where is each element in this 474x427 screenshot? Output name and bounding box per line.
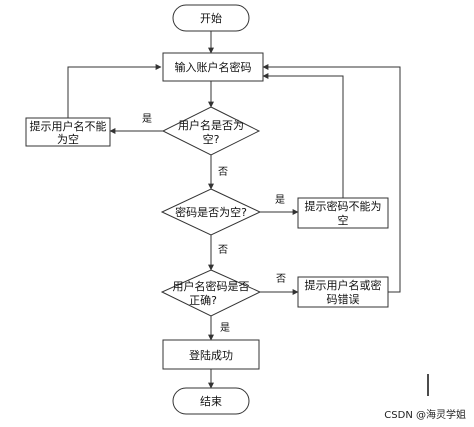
edge-label-user-empty-yes: 是 (142, 113, 152, 125)
login-ok-label: 登陆成功 (189, 348, 233, 362)
edge-label-user-empty-no: 否 (218, 166, 228, 178)
check-user-empty-decision (161, 106, 261, 156)
warn-pwd-empty-process (297, 197, 389, 229)
input-process (162, 52, 264, 82)
check-correct-decision (160, 269, 262, 317)
start-label: 开始 (200, 11, 222, 25)
warn-wrong-label-line1: 提示用户名或密 (305, 278, 382, 292)
check-correct-label-line2: 正确? (189, 294, 217, 307)
edge-warn-wrong-to-input (262, 64, 401, 293)
warn-user-empty-label-line2: 为空 (57, 132, 79, 146)
check-correct-label-line1: 用户名密码是否 (173, 279, 250, 293)
watermark-text: CSDN @海灵学姐 (384, 408, 466, 421)
end-terminal (172, 387, 250, 415)
edge-label-correct-no: 否 (276, 273, 286, 285)
edge-label-pwd-empty-no: 否 (218, 244, 228, 256)
check-user-empty-label-line2: 空? (203, 132, 220, 146)
start-terminal (172, 4, 250, 32)
check-user-empty-label-line1: 用户名是否为 (178, 118, 244, 132)
input-label: 输入账户名密码 (175, 60, 252, 74)
check-pwd-empty-label: 密码是否为空? (175, 205, 247, 219)
login-ok-process (162, 339, 260, 370)
warn-wrong-label-line2: 码错误 (327, 292, 360, 306)
edge-warn-pwd-to-input (262, 73, 344, 198)
warn-pwd-empty-label-line2: 空 (338, 213, 349, 227)
warn-pwd-empty-label-line1: 提示密码不能为 (305, 199, 382, 213)
edge-label-pwd-empty-yes: 是 (275, 194, 285, 206)
edge-warn-user-to-input (67, 64, 162, 118)
warn-wrong-process (297, 276, 389, 308)
edge-label-correct-yes: 是 (220, 322, 230, 334)
end-label: 结束 (200, 395, 222, 408)
warn-user-empty-process (25, 117, 111, 147)
warn-user-empty-label-line1: 提示用户名不能 (30, 119, 107, 133)
check-pwd-empty-decision (160, 188, 262, 236)
